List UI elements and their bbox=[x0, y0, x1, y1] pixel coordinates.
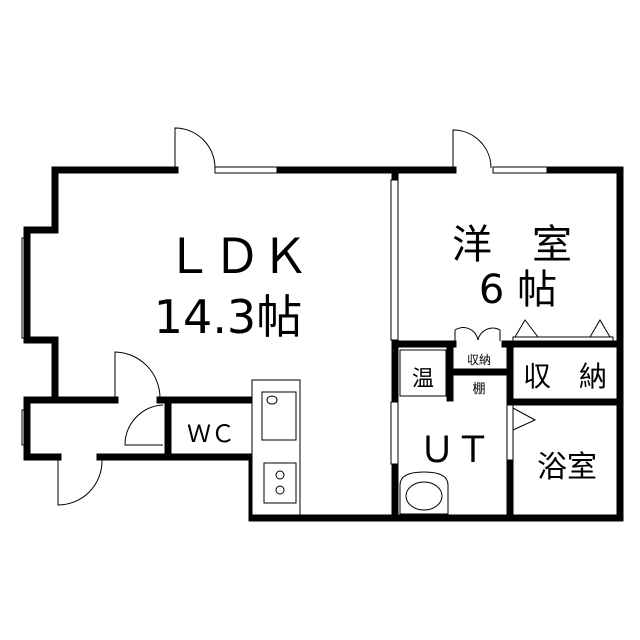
stove-icon bbox=[263, 462, 297, 504]
window-ldk-top bbox=[214, 166, 281, 174]
doors bbox=[57, 127, 614, 506]
door-ldk-top bbox=[174, 127, 216, 169]
shelf-label: 棚 bbox=[472, 382, 485, 397]
western-room-size: 6 帖 bbox=[479, 267, 557, 313]
windows bbox=[21, 166, 624, 488]
fixtures bbox=[251, 349, 449, 516]
bath-label: 浴室 bbox=[537, 450, 597, 485]
closet-door-small bbox=[454, 327, 501, 341]
small-storage-label: 収納 bbox=[467, 353, 491, 367]
washbasin-icon bbox=[399, 471, 449, 515]
drain-icon bbox=[266, 395, 278, 405]
water-heater bbox=[399, 349, 447, 397]
sliding-door-western bbox=[390, 179, 399, 341]
closet-door-marks bbox=[514, 319, 611, 338]
water-heater-label: 温 bbox=[412, 367, 434, 392]
sliding-door-ut bbox=[390, 401, 399, 465]
burner-icon bbox=[275, 485, 285, 495]
closet-door-storage bbox=[512, 336, 614, 342]
door-wc bbox=[124, 404, 164, 446]
ldk-size: 14.3帖 bbox=[154, 290, 302, 344]
basin-bowl bbox=[405, 481, 443, 511]
bath-door bbox=[506, 404, 514, 461]
ldk-label: ＬＤＫ bbox=[165, 229, 309, 285]
door-western-top bbox=[452, 129, 492, 169]
burner-icon bbox=[275, 470, 285, 480]
western-room-label: 洋 室 bbox=[452, 222, 572, 268]
window-western-top bbox=[492, 166, 551, 174]
utility-label: ＵＴ bbox=[419, 430, 491, 471]
door-hall bbox=[114, 351, 161, 399]
bath-door-swing bbox=[512, 407, 537, 431]
toilet-label: ＷＣ bbox=[187, 420, 235, 448]
door-entrance bbox=[57, 459, 103, 506]
storage-label: 収 納 bbox=[523, 360, 607, 393]
